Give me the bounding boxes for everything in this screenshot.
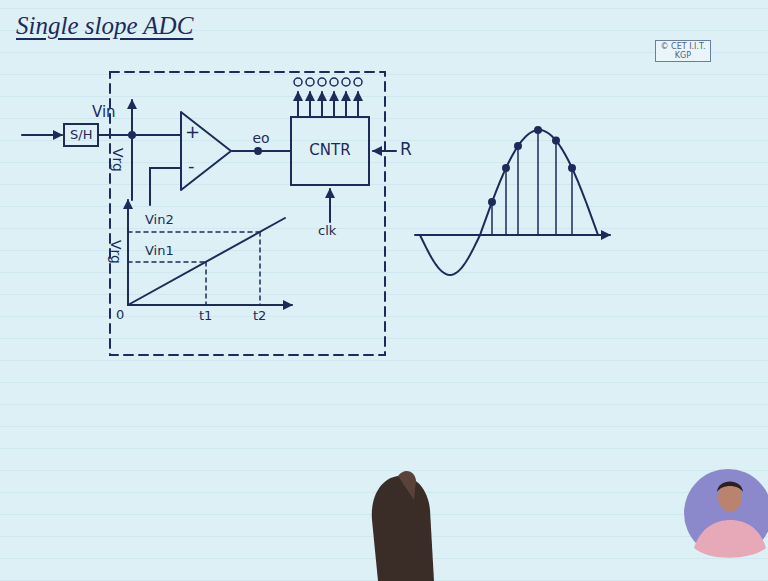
presenter-inset (684, 469, 768, 558)
time-axis (415, 234, 610, 236)
ramp-arrow (131, 100, 133, 200)
signal-name: Vin (92, 104, 116, 121)
hand (372, 471, 434, 581)
presenter-inset (717, 482, 743, 493)
time-label: t2 (253, 309, 266, 324)
level-lines (205, 262, 207, 305)
counter-outputs (330, 78, 338, 86)
level-label: Vin1 (145, 244, 174, 259)
level-lines (128, 261, 206, 263)
sample-dot (515, 143, 521, 149)
presenter-inset (684, 469, 768, 557)
presenter-inset (718, 482, 742, 512)
sample-line (555, 141, 557, 235)
level-lines (128, 231, 260, 233)
sample-dot (503, 165, 509, 171)
sample-hold-box: S/H (63, 123, 99, 147)
time-label: t1 (199, 309, 212, 324)
minus-input-wire (150, 168, 180, 205)
box-text: CNTR (309, 142, 350, 159)
hand (398, 471, 416, 500)
sample-line (491, 202, 493, 235)
sample-dot (569, 165, 575, 171)
comparator-symbol: +- (180, 111, 232, 191)
signal-name: Vrg (110, 148, 126, 172)
sample-line (517, 146, 519, 235)
input-sign: - (188, 157, 195, 175)
signal-wire (232, 150, 290, 152)
counter-outputs (354, 78, 362, 86)
counter-box: CNTR (290, 116, 370, 186)
counter-outputs (309, 92, 311, 116)
counter-outputs (321, 92, 323, 116)
sample-line (505, 168, 507, 235)
reset-arrow (373, 150, 396, 152)
counter-outputs (306, 78, 314, 86)
sample-line (537, 130, 539, 235)
level-lines (259, 232, 261, 305)
clock-arrow (329, 189, 331, 222)
comparator-outline (181, 112, 231, 190)
pin-name: clk (318, 224, 336, 239)
sample-dot (553, 138, 559, 144)
axis-label: 0 (116, 308, 124, 323)
counter-outputs (297, 92, 299, 116)
y-axis (127, 200, 129, 305)
counter-outputs (342, 78, 350, 86)
level-label: Vin2 (145, 213, 174, 228)
ramp-line (128, 218, 285, 305)
sine-curve (420, 130, 598, 275)
input-arrow (22, 134, 62, 136)
watermark-box: © CET I.I.T. KGP (655, 40, 711, 62)
level-lines (128, 232, 260, 305)
sampled-sine (415, 127, 610, 275)
sample-line (571, 168, 573, 235)
counter-outputs (294, 78, 302, 86)
counter-outputs (294, 78, 362, 116)
signal-wire (99, 134, 180, 136)
presenter-inset (694, 520, 766, 558)
pin-name: R (400, 140, 412, 160)
wire-label: eo (251, 130, 270, 146)
sample-dot (535, 127, 541, 133)
input-sign: + (185, 123, 200, 141)
counter-outputs (318, 78, 326, 86)
ramp-graph (128, 200, 292, 305)
title: Single slope ADC (16, 12, 193, 41)
circuit-wiring (22, 72, 396, 355)
box-text: © CET I.I.T. KGP (658, 42, 708, 60)
axis-label: Vrg (108, 240, 124, 264)
counter-outputs (345, 92, 347, 116)
dashed-enclosure (110, 72, 385, 355)
box-text: S/H (70, 128, 92, 143)
sample-dot (489, 199, 495, 205)
hand (372, 476, 434, 581)
counter-outputs (357, 92, 359, 116)
counter-outputs (333, 92, 335, 116)
x-axis (128, 304, 292, 306)
